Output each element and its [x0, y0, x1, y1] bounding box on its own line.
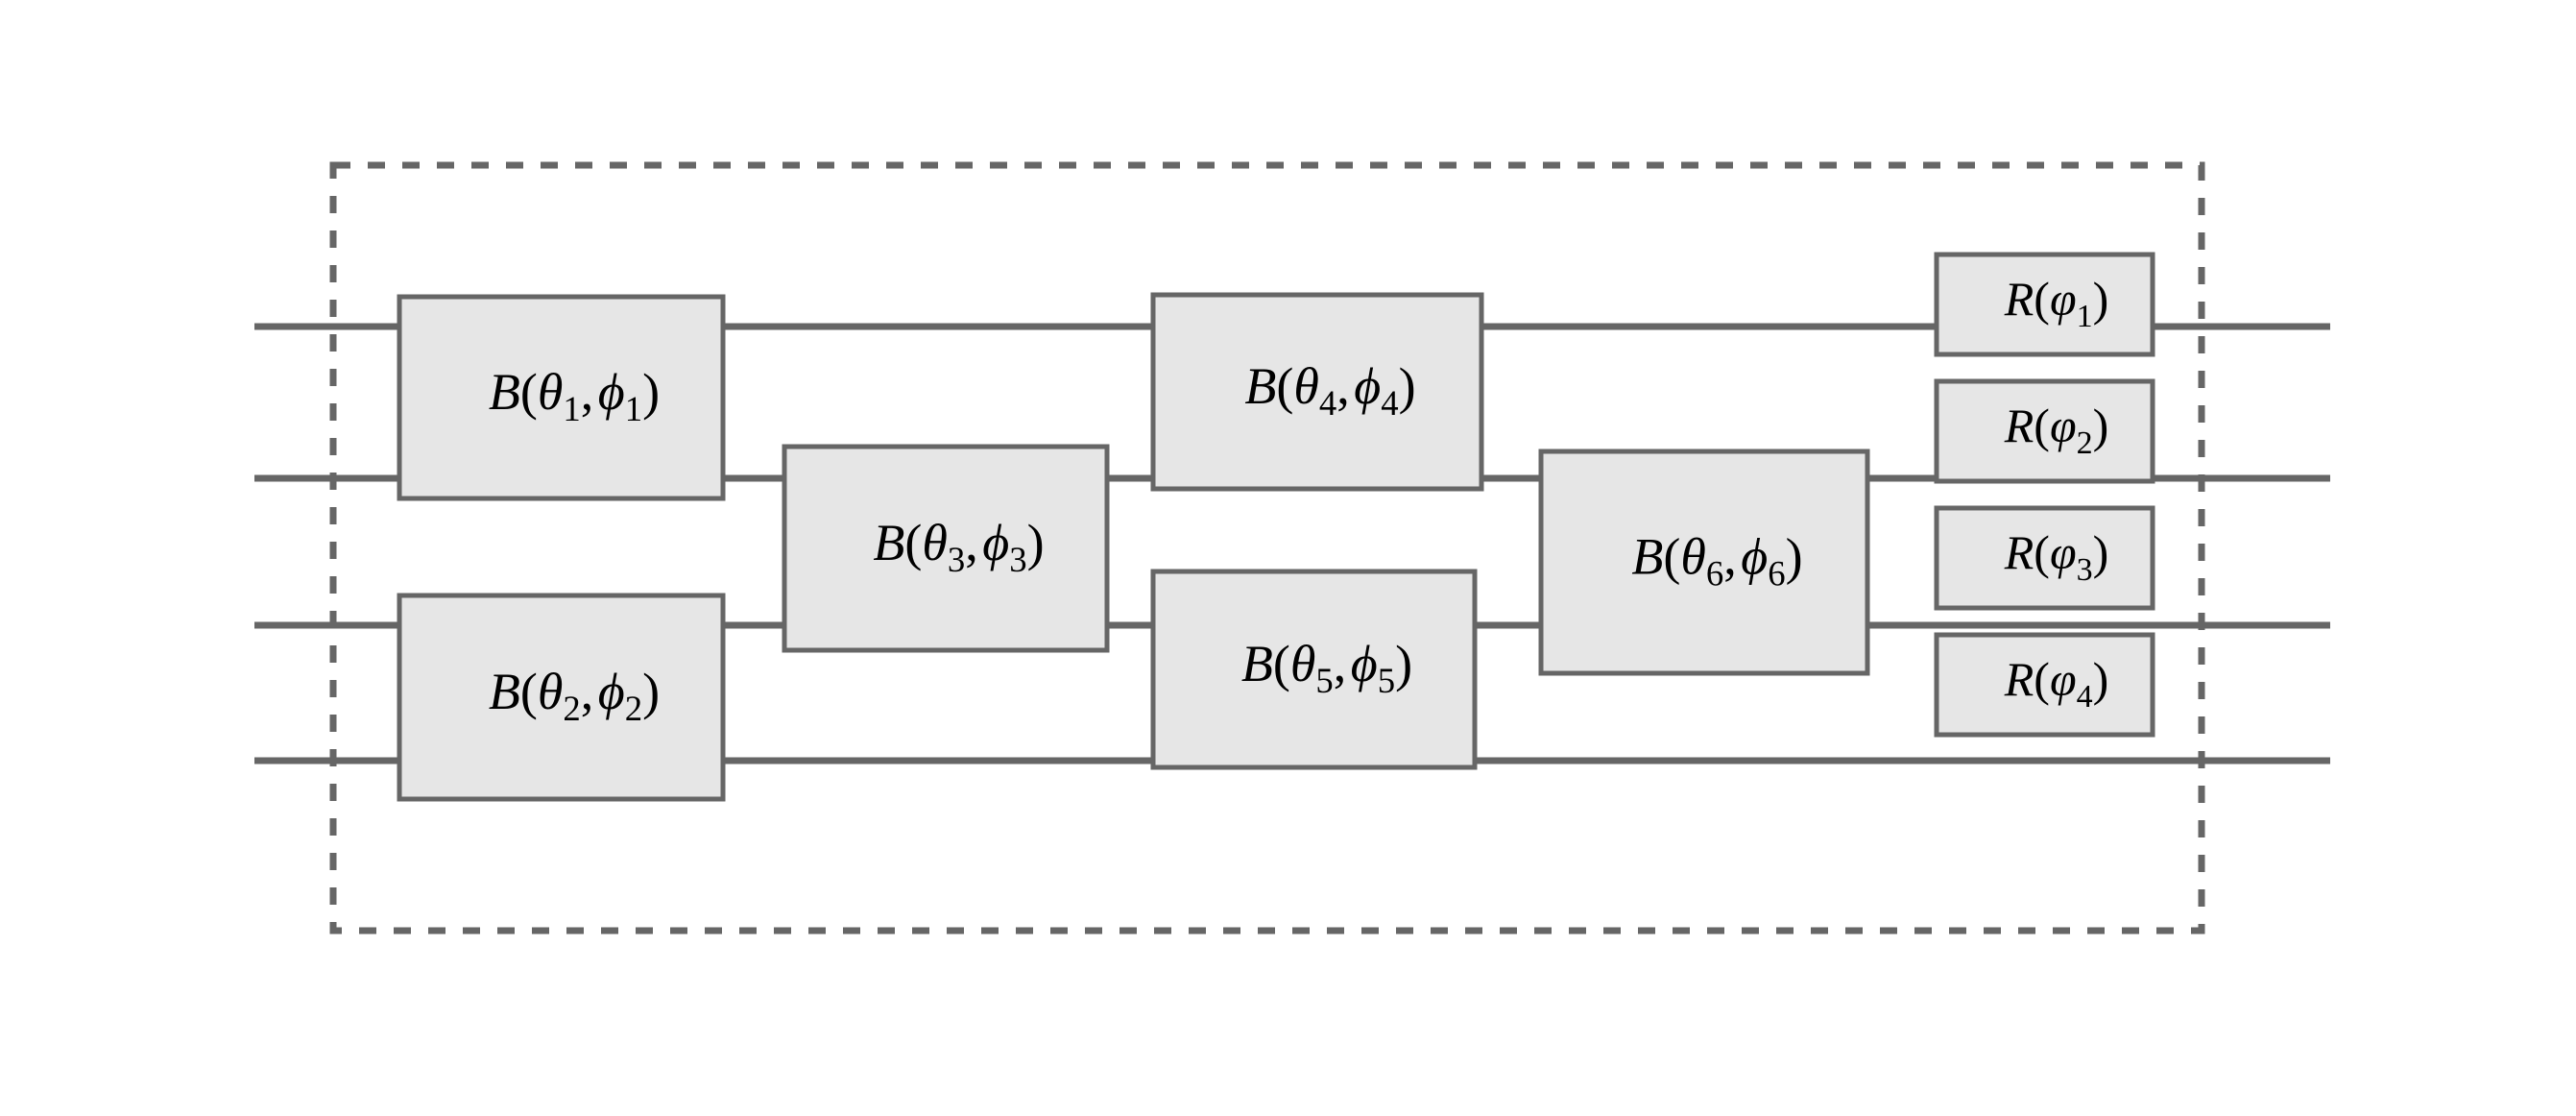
gate-R2-box[interactable]: [1934, 378, 2155, 484]
gate-R2-label: R(φ2): [1896, 399, 2193, 460]
gate-B5-box[interactable]: [1150, 569, 1478, 770]
gate-R3-label: R(φ3): [1896, 525, 2193, 587]
gate-B3-label: B(θ3, ϕ3): [757, 514, 1135, 579]
gate-R4-label: R(φ4): [1896, 652, 2193, 714]
gate-B6-box[interactable]: [1538, 449, 1870, 676]
gate-B5-label: B(θ5, ϕ5): [1124, 635, 1503, 700]
gate-B5[interactable]: B(θ5, ϕ5): [1124, 569, 1503, 770]
gate-B1-box[interactable]: [397, 294, 726, 501]
gate-R1-label: R(φ1): [1896, 272, 2193, 333]
gate-R1-box[interactable]: [1934, 252, 2155, 357]
gate-B1[interactable]: B(θ1, ϕ1): [372, 294, 750, 501]
gate-B1-label: B(θ1, ϕ1): [372, 363, 750, 428]
gate-B4[interactable]: B(θ4, ϕ4): [1128, 292, 1506, 492]
mesh-boundary-dashed-rect: [329, 161, 2205, 934]
gate-R3-box[interactable]: [1934, 505, 2155, 611]
gate-B2-box[interactable]: [397, 593, 726, 802]
gate-B6[interactable]: B(θ6, ϕ6): [1515, 449, 1893, 676]
gate-B4-label: B(θ4, ϕ4): [1128, 357, 1506, 423]
gate-R4-box[interactable]: [1934, 632, 2155, 738]
gate-R3[interactable]: R(φ3): [1896, 505, 2193, 611]
gate-R4[interactable]: R(φ4): [1896, 632, 2193, 738]
gate-R1[interactable]: R(φ1): [1896, 252, 2193, 357]
gate-B2-label: B(θ2, ϕ2): [372, 663, 750, 728]
gate-B6-label: B(θ6, ϕ6): [1515, 528, 1893, 594]
gate-R2[interactable]: R(φ2): [1896, 378, 2193, 484]
gate-B3-box[interactable]: [782, 444, 1110, 653]
gate-B2[interactable]: B(θ2, ϕ2): [372, 593, 750, 802]
gate-B4-box[interactable]: [1150, 292, 1484, 492]
gate-B3[interactable]: B(θ3, ϕ3): [757, 444, 1135, 653]
